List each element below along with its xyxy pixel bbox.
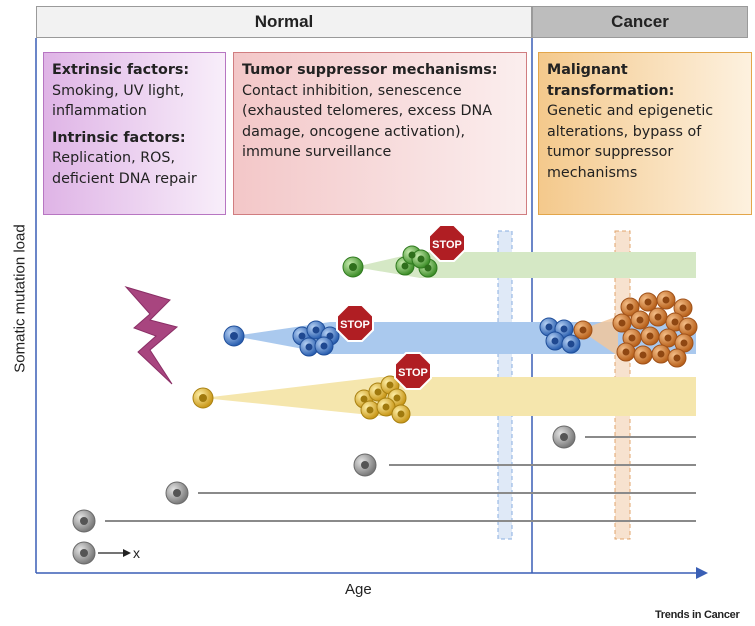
stop-sign-yellow: STOP — [394, 352, 432, 390]
lightning-icon — [124, 286, 179, 385]
blue-cell-cluster-cancer — [539, 317, 581, 354]
x-axis-arrow — [696, 567, 708, 579]
stop-label: STOP — [340, 319, 370, 331]
stop-sign-green: STOP — [428, 224, 466, 262]
legend-arrowhead — [123, 549, 131, 557]
grey-cell — [72, 509, 96, 533]
stop-label: STOP — [398, 367, 428, 379]
orange-cell — [573, 320, 593, 340]
stop-label: STOP — [432, 239, 462, 251]
intrinsic-body: Replication, ROS, deficient DNA repair — [52, 150, 197, 187]
yellow-clone-band — [203, 377, 696, 416]
grey-cell — [552, 425, 576, 449]
intrinsic-title: Intrinsic factors: — [52, 129, 186, 146]
suppressor-body: Contact inhibition, senescence (exhauste… — [242, 82, 493, 161]
malignant-title: Malignant transformation: — [547, 62, 675, 99]
green-cell — [342, 256, 364, 278]
green-cell-cluster — [395, 245, 438, 278]
normal-header-label: Normal — [254, 12, 314, 31]
cancer-header-label: Cancer — [611, 12, 669, 31]
extrinsic-body: Smoking, UV light, inflammation — [52, 82, 185, 120]
journal-credit: Trends in Cancer — [655, 609, 740, 621]
blue-cell-cluster — [292, 320, 340, 357]
stop-sign-blue: STOP — [336, 304, 374, 342]
yellow-cell — [192, 387, 214, 409]
tumor-cluster — [612, 290, 698, 368]
y-axis-label: Somatic mutation load — [11, 224, 29, 373]
factors-box: Extrinsic factors: Smoking, UV light, in… — [43, 52, 226, 215]
cancer-header: Cancer — [532, 6, 748, 38]
legend-division-label: x — [133, 545, 140, 561]
x-axis-label: Age — [345, 581, 372, 598]
extrinsic-title: Extrinsic factors: — [52, 62, 190, 78]
blue-cell — [223, 325, 245, 347]
transformation-wedge — [580, 316, 618, 356]
legend-cell — [72, 541, 96, 565]
suppressor-box: Tumor suppressor mechanisms: Contact inh… — [233, 52, 527, 215]
grey-cell — [353, 453, 377, 477]
malignant-box: Malignant transformation: Genetic and ep… — [538, 52, 752, 215]
normal-header: Normal — [36, 6, 532, 38]
yellow-cell-cluster — [354, 375, 411, 424]
suppressor-title: Tumor suppressor mechanisms: — [242, 62, 498, 78]
malignant-body: Genetic and epigenetic alterations, bypa… — [547, 103, 714, 181]
grey-cell — [165, 481, 189, 505]
